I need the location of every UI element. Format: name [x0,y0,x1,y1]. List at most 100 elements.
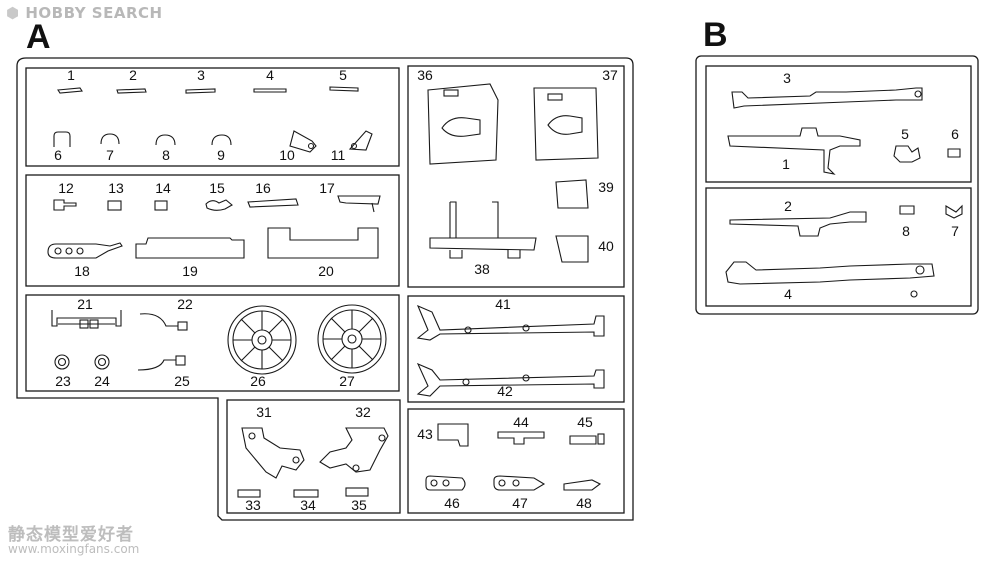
part-label: 1 [67,67,75,83]
cell-parts-41-42 [407,295,625,403]
part-label: 24 [94,373,110,389]
part-label: 23 [55,373,71,389]
cell-b-bottom [705,187,972,307]
part-44-drawing [497,431,545,445]
part-25-drawing [137,359,176,371]
part-7-drawing [100,133,120,145]
part-27-drawing [317,304,387,374]
b-part-1-drawing [727,127,861,175]
part-label: 25 [174,373,190,389]
part-label: 17 [319,180,335,196]
cell-parts-31-35 [226,399,401,514]
part-label: 6 [54,147,62,163]
sprue-a-frame [16,57,634,521]
sprue-a-letter: A [26,18,51,56]
part-14-drawing [154,200,168,211]
part-2-drawing [116,88,147,94]
part-label: 11 [330,147,346,163]
part-label: 43 [417,426,433,442]
cell-b-top [705,65,972,183]
part-label: 2 [129,67,137,83]
part-48-drawing [563,479,602,491]
part-17-hook [371,202,375,213]
part-4-drawing [253,88,287,93]
part-label: 18 [74,263,90,279]
part-label: 8 [162,147,170,163]
part-43-drawing [437,423,469,447]
part-label: 40 [598,238,614,254]
part-label: 1 [782,156,790,172]
b-part-3-drawing [731,87,923,109]
part-40-drawing [555,235,589,263]
part-47-drawing [493,475,546,491]
part-17-drawing [337,195,381,205]
part-label: 35 [351,497,367,513]
moxingfans-watermark-url: www.moxingfans.com [8,542,140,556]
part-label: 7 [951,223,959,239]
part-16-drawing [247,198,299,208]
part-label: 46 [444,495,460,511]
part-31-drawing [241,427,305,479]
part-35-drawing [345,487,369,497]
part-3-drawing [185,88,216,94]
part-label: 9 [217,147,225,163]
part-label: 16 [255,180,271,196]
b-part-7-drawing [945,204,963,219]
part-label: 27 [339,373,355,389]
part-5-drawing [329,86,359,92]
part-label: 44 [513,414,529,430]
part-label: 41 [495,296,511,312]
part-label: 10 [279,147,295,163]
part-34-drawing [293,489,319,498]
part-22-drawing [139,313,178,327]
hobby-search-hexagon-icon: ⬢ [6,4,20,22]
part-24-drawing [94,354,110,370]
part-label: 47 [512,495,528,511]
part-label: 5 [901,126,909,142]
part-33-drawing [237,489,261,498]
part-label: 20 [318,263,334,279]
part-label: 21 [77,296,93,312]
part-20-drawing [267,227,379,259]
part-label: 34 [300,497,316,513]
part-6-drawing [53,131,71,147]
part-46-drawing [425,475,466,491]
sprue-b-frame [695,55,979,315]
part-label: 37 [602,67,618,83]
b-part-6-drawing [947,148,961,158]
cell-parts-12-20 [25,174,400,287]
part-label: 19 [182,263,198,279]
part-label: 39 [598,179,614,195]
part-label: 45 [577,414,593,430]
part-label: 26 [250,373,266,389]
hobby-search-text: HOBBY SEARCH [25,4,163,22]
part-1-drawing [57,87,83,94]
cell-parts-43-48 [407,408,625,514]
hobby-search-logo: ⬢ HOBBY SEARCH [6,4,163,22]
part-15-drawing [205,199,233,211]
part-10-drawing [289,130,317,153]
part-label: 15 [209,180,225,196]
part-13-drawing [107,200,122,211]
part-21-drawing [51,310,122,327]
b-part-5-drawing [893,145,921,163]
part-label: 22 [177,296,193,312]
part-label: 12 [58,180,74,196]
part-label: 32 [355,404,371,420]
part-label: 6 [951,126,959,142]
part-39-drawing [555,179,589,209]
b-part-8-drawing [899,205,915,215]
cell-parts-1-11 [25,67,400,167]
part-label: 4 [784,286,792,302]
part-label: 8 [902,223,910,239]
part-18-drawing [47,242,123,259]
part-label: 42 [497,383,513,399]
part-12-drawing [53,199,77,211]
part-label: 7 [106,147,114,163]
b-part-4-drawing [725,261,935,285]
part-label: 3 [783,70,791,86]
part-19-drawing [135,237,245,259]
part-label: 3 [197,67,205,83]
part-label: 36 [417,67,433,83]
